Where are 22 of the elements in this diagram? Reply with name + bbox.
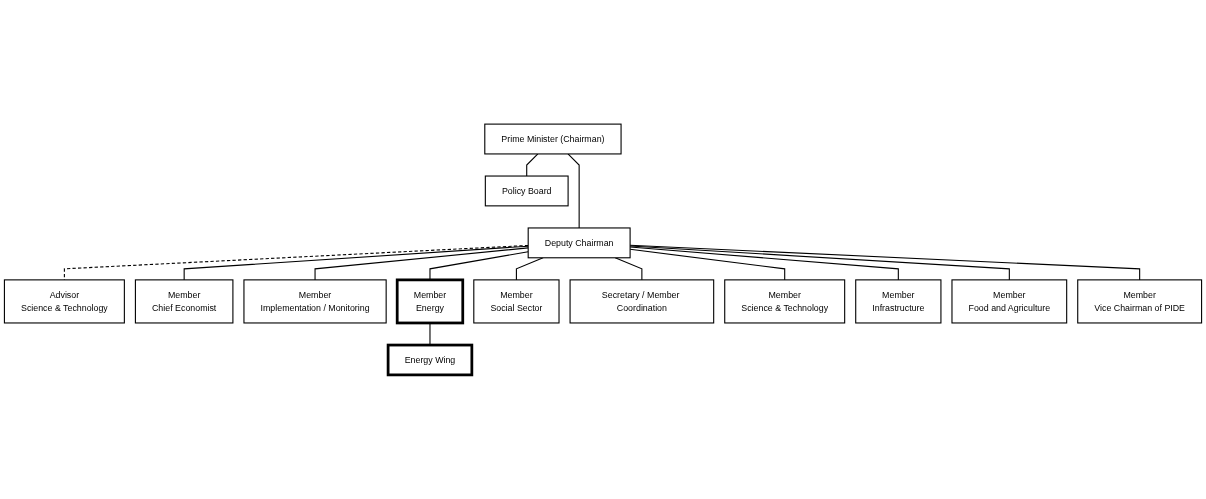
node-box: Member Science & Technology [724,279,846,324]
node-box: Member Infrastructure [855,279,942,324]
node-box: Member Food and Agriculture [951,279,1068,324]
connector [63,244,529,281]
node-box: Member Vice Chairman of PIDE [1077,279,1203,324]
node-box: Deputy Chairman [527,227,631,259]
connector [614,257,643,281]
node-box: Member Social Sector [473,279,560,324]
node-box: Secretary / Member Coordination [569,279,715,324]
node-box: Member Energy [395,278,465,325]
node-box: Advisor Science & Technology [3,279,125,324]
node-box: Member Implementation / Monitoring [243,279,387,324]
node-box: Prime Minister (Chairman) [484,123,622,155]
connector [314,247,529,281]
connector [183,245,529,281]
node-box: Energy Wing [386,343,474,377]
connector [515,257,544,281]
connector [526,153,539,177]
connector [567,153,580,229]
connector [429,322,431,346]
node-box: Policy Board [484,175,569,207]
node-box: Member Chief Economist [134,279,234,324]
